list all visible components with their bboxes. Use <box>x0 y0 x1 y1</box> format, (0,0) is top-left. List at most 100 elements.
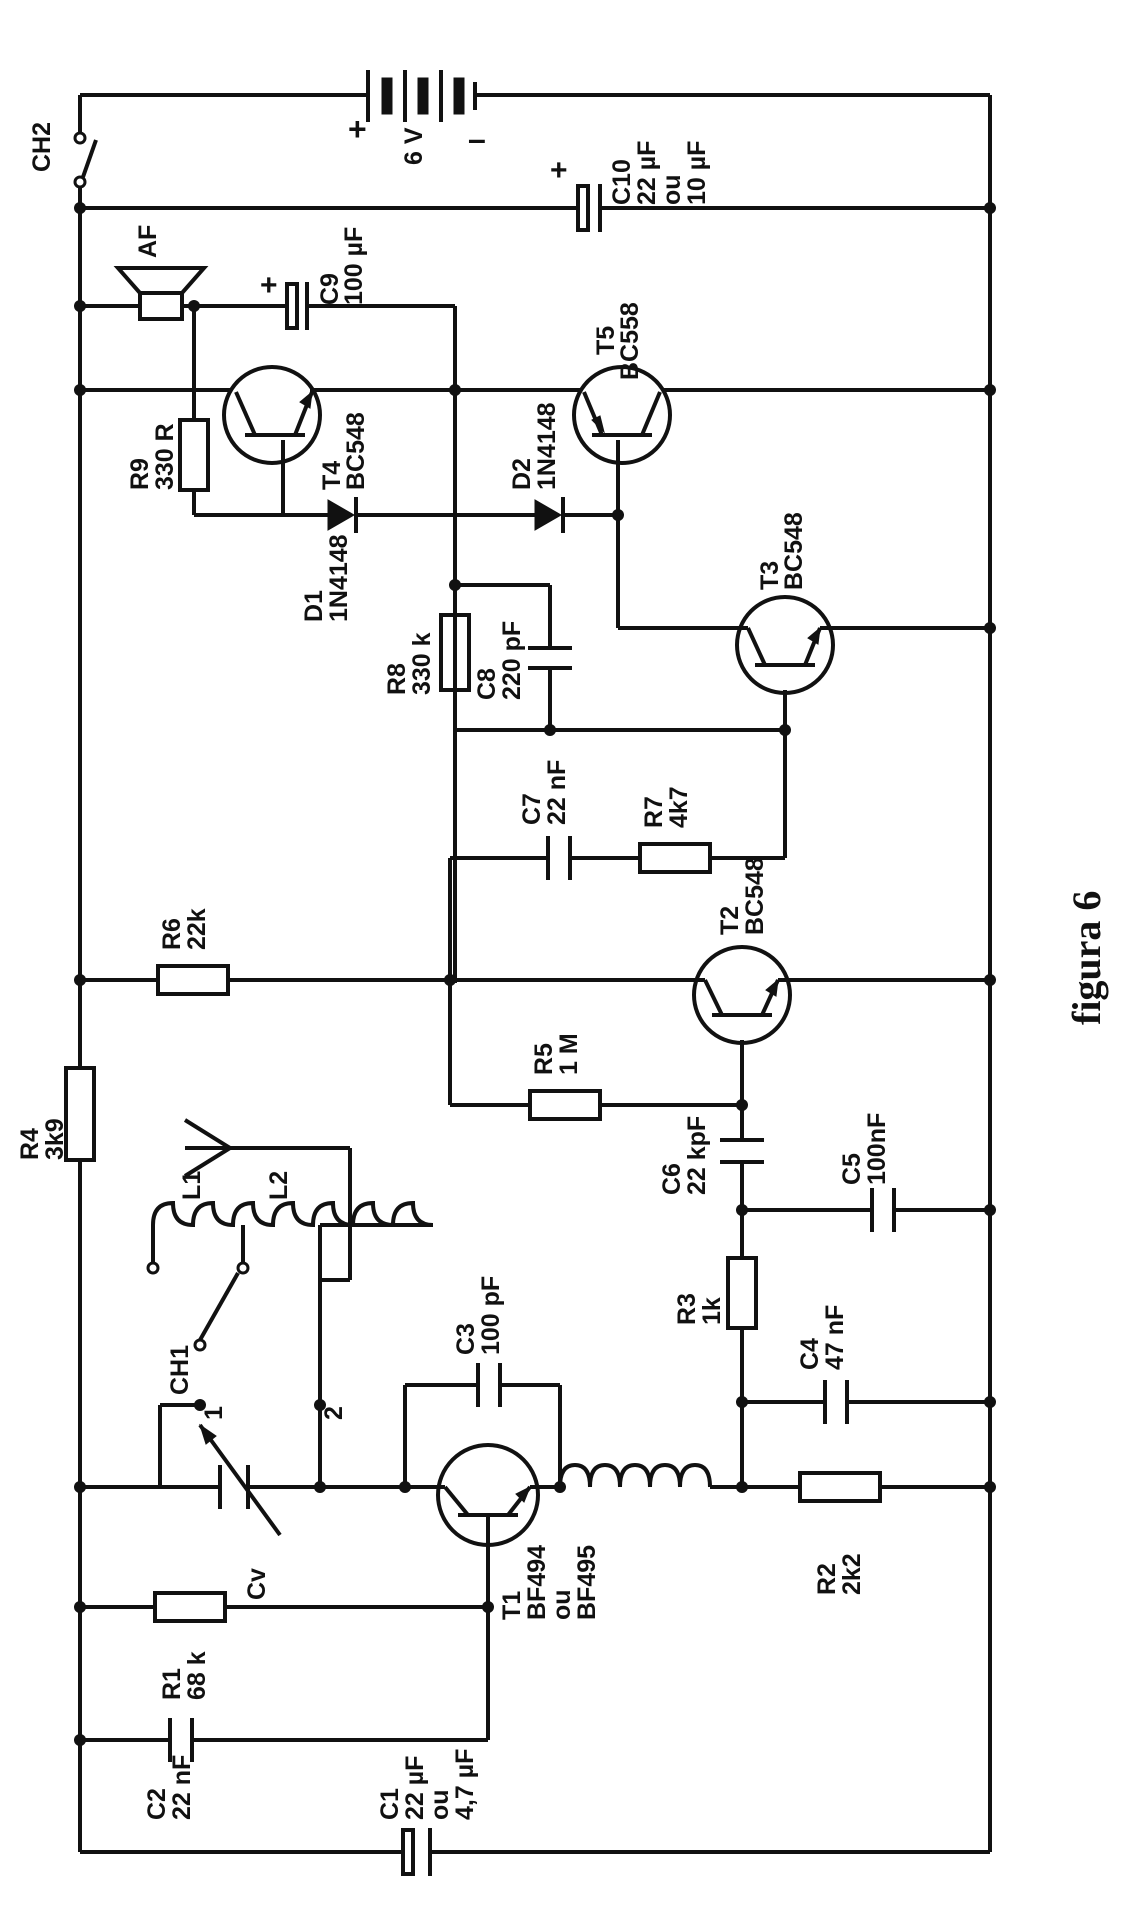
figure-caption: figura 6 <box>1064 891 1109 1025</box>
c6-value: 22 kpF <box>683 1116 711 1195</box>
c1-alt-value: 4,7 µF <box>451 1749 479 1820</box>
d1-type: 1N4148 <box>325 534 353 622</box>
ch1-pos2: 2 <box>320 1406 348 1420</box>
c9-plus: + <box>260 269 278 302</box>
r2-value: 2k2 <box>838 1553 866 1595</box>
capacitor-c7: C7 22 nF <box>518 760 572 880</box>
resistor-r9: R9 330 R <box>126 418 210 492</box>
c10-name: C10 <box>608 159 636 205</box>
resistor-r8: R8 330 k <box>383 613 471 695</box>
t5-name: T5 <box>592 326 620 355</box>
transistor-t5: T5 BC558 <box>572 302 672 465</box>
resistor-r2: R2 2k2 <box>798 1471 882 1595</box>
capacitor-c4: C4 47 nF <box>796 1305 849 1424</box>
t1-alt-word: ou <box>548 1589 576 1620</box>
transistor-t4: T4 BC548 <box>222 365 370 490</box>
variable-capacitor-cv: Cv <box>198 1423 282 1600</box>
c10-alt-value: 10 µF <box>683 141 711 205</box>
r6-name: R6 <box>158 918 186 950</box>
d1-name: D1 <box>300 590 328 622</box>
d2-name: D2 <box>508 458 536 490</box>
c1-name: C1 <box>376 1788 404 1820</box>
transistor-t1: T1 BF494 ou BF495 <box>436 1443 601 1620</box>
t3-name: T3 <box>756 561 784 590</box>
capacitor-c6: C6 22 kpF <box>658 1116 764 1195</box>
battery-plus: + <box>348 111 367 147</box>
c9-name: C9 <box>316 273 344 305</box>
t4-type: BC548 <box>342 412 370 490</box>
r4-value: 3k9 <box>41 1118 69 1160</box>
ch2-label: CH2 <box>28 122 56 172</box>
r7-value: 4k7 <box>665 786 693 828</box>
resistor-r6: R6 22k <box>156 908 230 996</box>
r1-name: R1 <box>158 1668 186 1700</box>
t1-type: BF494 <box>523 1545 551 1620</box>
c10-plus: + <box>550 154 568 187</box>
t1-name: T1 <box>498 1591 526 1620</box>
resistor-r3: R3 1k <box>673 1256 758 1330</box>
r7-name: R7 <box>640 796 668 828</box>
switch-ch2: CH2 <box>28 95 98 189</box>
cv-label: Cv <box>243 1568 271 1600</box>
r3-name: R3 <box>673 1293 701 1325</box>
rf-choke-coil <box>558 1462 712 1488</box>
r6-value: 22k <box>183 908 211 950</box>
c5-value: 100nF <box>863 1113 891 1185</box>
t4-name: T4 <box>318 461 346 490</box>
capacitor-c10: + C10 22 µF ou 10 µF <box>550 141 711 232</box>
junction-dots <box>74 202 996 1746</box>
r5-value: 1 M <box>555 1033 583 1075</box>
l2-label: L2 <box>265 1171 293 1200</box>
c5-name: C5 <box>838 1153 866 1185</box>
c8-value: 220 pF <box>498 621 526 700</box>
c1-alt-word: ou <box>426 1789 454 1820</box>
c2-value: 22 nF <box>168 1755 196 1820</box>
c4-name: C4 <box>796 1338 824 1370</box>
c2-name: C2 <box>143 1788 171 1820</box>
c8-name: C8 <box>473 668 501 700</box>
coil-l1-l2: L1 L2 <box>146 1171 434 1280</box>
diode-d2: D2 1N4148 <box>508 402 565 533</box>
ch1-pos1: 1 <box>200 1406 228 1420</box>
t2-type: BC548 <box>741 857 769 935</box>
c7-name: C7 <box>518 793 546 825</box>
r2-name: R2 <box>813 1563 841 1595</box>
d2-type: 1N4148 <box>533 402 561 490</box>
capacitor-c9: + C9 100 µF <box>260 227 368 330</box>
r4-name: R4 <box>16 1128 44 1160</box>
c10-value: 22 µF <box>633 141 661 205</box>
c9-value: 100 µF <box>340 227 368 305</box>
c7-value: 22 nF <box>543 760 571 825</box>
speaker-af: AF <box>113 225 209 321</box>
transistor-t3: T3 BC548 <box>735 512 835 695</box>
af-label: AF <box>134 225 162 258</box>
antenna-icon <box>183 1118 232 1178</box>
resistor-r7: R7 4k7 <box>638 786 712 874</box>
r9-name: R9 <box>126 458 154 490</box>
c6-name: C6 <box>658 1163 686 1195</box>
r9-value: 330 R <box>151 423 179 490</box>
diode-d1: D1 1N4148 <box>300 497 358 622</box>
resistor-r4: R4 3k9 <box>16 1066 96 1162</box>
t1-alt-type: BF495 <box>573 1545 601 1620</box>
resistor-r5: R5 1 M <box>528 1033 602 1121</box>
resistor-r1: R1 68 k <box>153 1591 227 1700</box>
r5-name: R5 <box>530 1043 558 1075</box>
r8-value: 330 k <box>408 632 436 695</box>
capacitor-c3: C3 100 pF <box>452 1276 505 1407</box>
r1-value: 68 k <box>183 1651 211 1700</box>
capacitor-c8: C8 220 pF <box>473 621 572 700</box>
t5-type: BC558 <box>616 302 644 380</box>
c4-value: 47 nF <box>821 1305 849 1370</box>
battery-voltage: 6 V <box>400 127 428 165</box>
l1-label: L1 <box>178 1171 206 1200</box>
capacitor-c1: C1 22 µF ou 4,7 µF <box>376 1749 479 1876</box>
r3-value: 1k <box>698 1297 726 1325</box>
capacitor-c2: C2 22 nF <box>143 1718 196 1820</box>
t3-type: BC548 <box>780 512 808 590</box>
capacitor-c5: C5 100nF <box>838 1113 896 1232</box>
battery-minus: – <box>468 121 486 157</box>
r8-name: R8 <box>383 663 411 695</box>
transistor-t2: T2 BC548 <box>692 857 792 1045</box>
